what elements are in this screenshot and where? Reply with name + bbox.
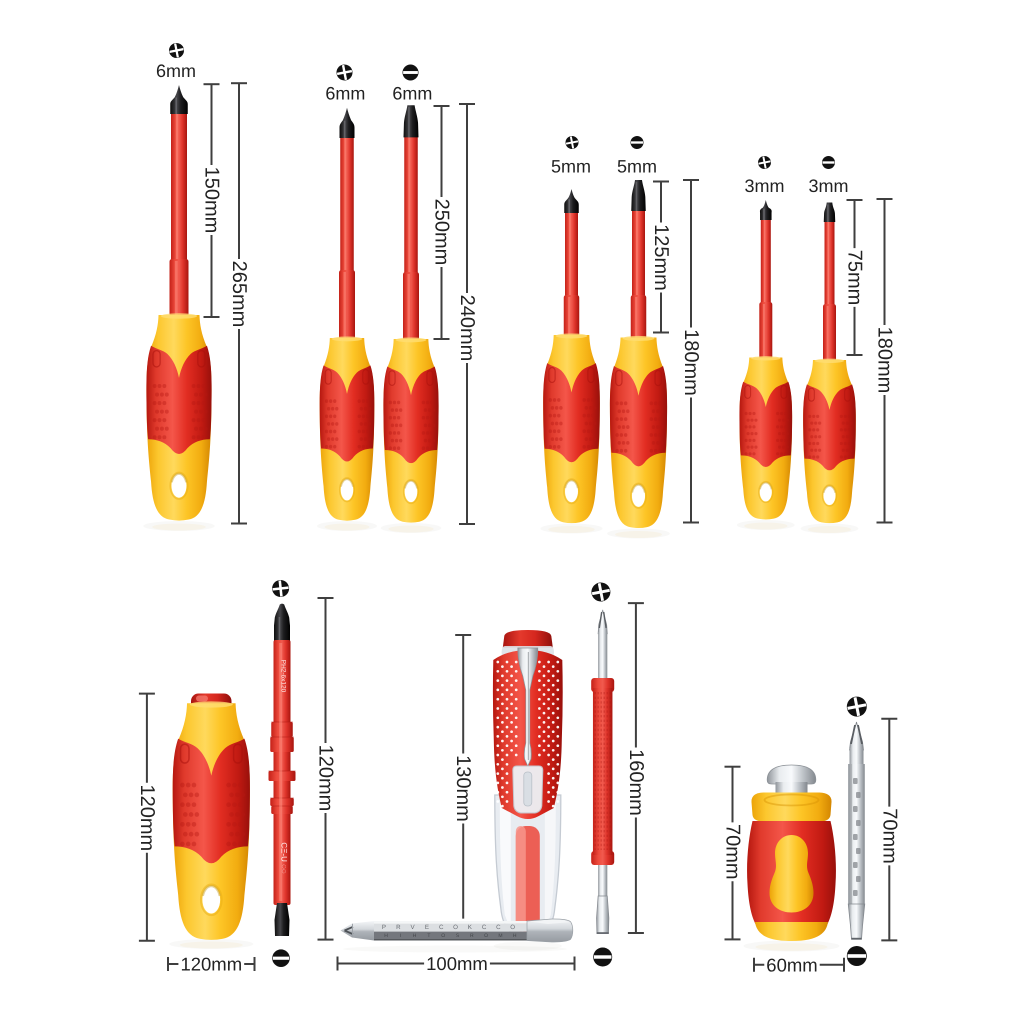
svg-text:O: O (453, 924, 458, 931)
svg-text:T: T (427, 933, 430, 939)
svg-text:75mm: 75mm (844, 250, 866, 306)
svg-text:265mm: 265mm (228, 261, 250, 328)
svg-text:R: R (470, 933, 474, 939)
svg-text:O: O (484, 933, 488, 939)
svg-text:180mm: 180mm (874, 327, 896, 394)
svg-text:O: O (441, 933, 445, 939)
svg-text:C: C (482, 924, 487, 931)
svg-text:3mm: 3mm (809, 176, 849, 196)
svg-text:C: C (496, 924, 501, 931)
svg-text:5mm: 5mm (551, 157, 591, 177)
svg-text:CΞ-U ◌◌: CΞ-U ◌◌ (280, 842, 289, 873)
svg-text:H: H (513, 933, 517, 939)
svg-text:150mm: 150mm (201, 167, 223, 234)
svg-text:70mm: 70mm (878, 808, 900, 864)
svg-text:E: E (425, 924, 429, 931)
svg-text:I: I (400, 933, 401, 939)
svg-text:60mm: 60mm (766, 954, 817, 975)
svg-text:C: C (439, 924, 444, 931)
svg-text:120mm: 120mm (136, 784, 158, 851)
svg-text:O: O (510, 924, 515, 931)
svg-text:6mm: 6mm (392, 84, 432, 104)
svg-text:V: V (411, 924, 416, 931)
svg-text:100mm: 100mm (426, 953, 488, 974)
svg-text:130mm: 130mm (452, 755, 474, 822)
svg-text:6mm: 6mm (325, 84, 365, 104)
svg-text:3mm: 3mm (745, 176, 785, 196)
svg-text:250mm: 250mm (431, 199, 453, 266)
svg-text:H: H (384, 933, 388, 939)
svg-text:M: M (498, 933, 502, 939)
svg-text:180mm: 180mm (680, 329, 702, 396)
svg-text:K: K (468, 924, 473, 931)
svg-text:160mm: 160mm (625, 749, 647, 816)
svg-text:240mm: 240mm (456, 295, 478, 362)
svg-text:6mm: 6mm (156, 61, 196, 81)
svg-text:R: R (396, 924, 401, 931)
svg-text:70mm: 70mm (722, 824, 744, 880)
svg-text:120mm: 120mm (315, 745, 337, 812)
svg-text:S: S (456, 933, 460, 939)
svg-text:H: H (413, 933, 417, 939)
svg-text:125mm: 125mm (650, 224, 672, 291)
svg-text:120mm: 120mm (180, 954, 242, 975)
svg-text:5mm: 5mm (617, 157, 657, 177)
svg-text:PH2-6x120: PH2-6x120 (280, 660, 287, 693)
svg-text:P: P (382, 924, 386, 931)
